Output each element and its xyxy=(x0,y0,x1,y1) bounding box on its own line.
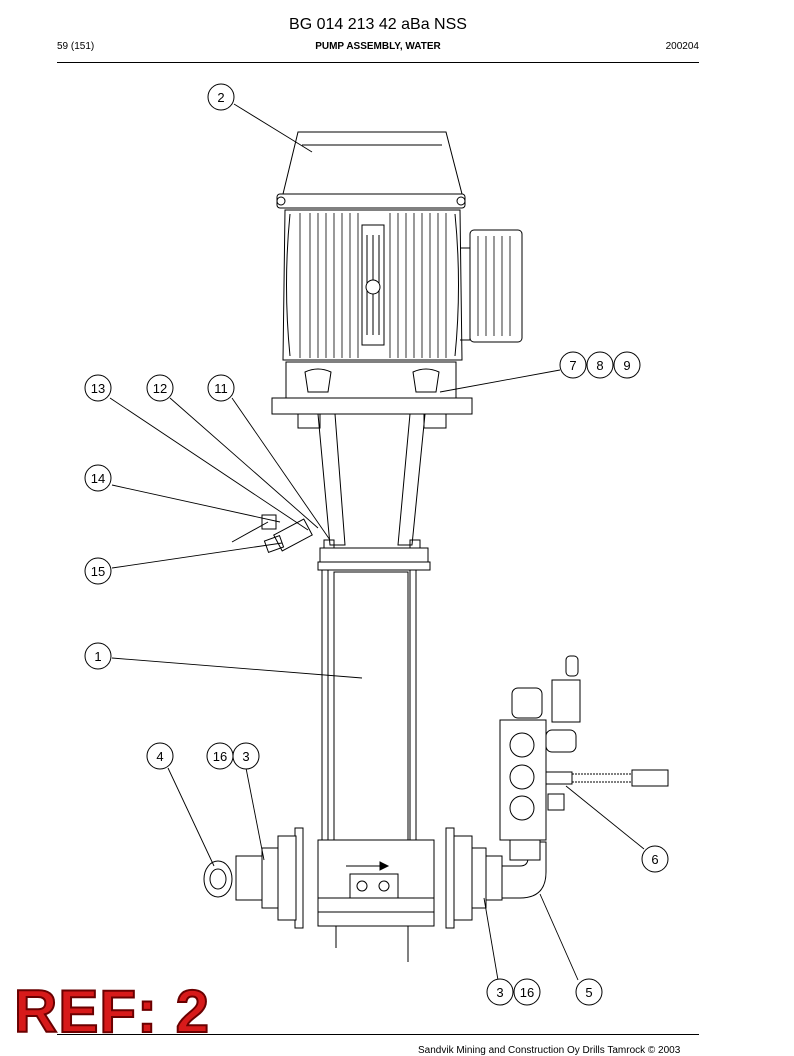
callout-4: 4 xyxy=(146,742,174,770)
callout-15: 15 xyxy=(84,557,112,585)
pump-head-flange xyxy=(317,539,431,571)
inlet-connection xyxy=(203,827,304,929)
svg-text:3: 3 xyxy=(242,749,249,764)
svg-text:4: 4 xyxy=(156,749,163,764)
svg-text:13: 13 xyxy=(91,381,105,396)
footer-rule xyxy=(57,1034,699,1035)
page-number: 59 (151) xyxy=(57,41,95,52)
ref-stamp: REF: 2 xyxy=(13,978,211,1045)
svg-text:1: 1 xyxy=(94,649,101,664)
svg-text:8: 8 xyxy=(596,358,603,373)
callout-1: 1 xyxy=(84,642,112,670)
pump-base xyxy=(317,839,435,962)
svg-text:11: 11 xyxy=(214,381,228,396)
pump-adapter xyxy=(297,413,447,546)
callout-9: 9 xyxy=(613,351,641,379)
svg-text:7: 7 xyxy=(569,358,576,373)
callout-6: 6 xyxy=(641,845,669,873)
svg-text:15: 15 xyxy=(91,564,105,579)
svg-text:16: 16 xyxy=(520,985,534,1000)
callout-5: 5 xyxy=(575,978,603,1006)
callout-11: 11 xyxy=(207,374,235,402)
svg-text:6: 6 xyxy=(651,852,658,867)
callout-16: 16 xyxy=(206,742,234,770)
svg-text:3: 3 xyxy=(496,985,503,1000)
callout-7: 7 xyxy=(559,351,587,379)
drain-valve xyxy=(231,514,313,554)
motor-flange xyxy=(271,361,473,415)
svg-text:2: 2 xyxy=(217,90,224,105)
section-title: PUMP ASSEMBLY, WATER xyxy=(315,41,441,52)
valve-block xyxy=(499,655,669,861)
svg-text:12: 12 xyxy=(153,381,167,396)
callout-12: 12 xyxy=(146,374,174,402)
document-title: BG 014 213 42 aBa NSS xyxy=(289,16,467,33)
callout-2: 2 xyxy=(207,83,235,111)
header-rule xyxy=(57,62,699,63)
svg-text:9: 9 xyxy=(623,358,630,373)
footer-copyright: Sandvik Mining and Construction Oy Drill… xyxy=(418,1045,681,1056)
callout-14: 14 xyxy=(84,464,112,492)
motor-body xyxy=(282,209,463,361)
callout-8: 8 xyxy=(586,351,614,379)
document-date: 200204 xyxy=(665,41,699,52)
callout-3: 3 xyxy=(232,742,260,770)
callout-13: 13 xyxy=(84,374,112,402)
terminal-box xyxy=(460,229,523,343)
motor-fan-cover xyxy=(276,131,466,209)
callout-16-lower: 16 xyxy=(513,978,541,1006)
pump-column xyxy=(321,570,417,925)
leader-lines xyxy=(109,103,645,981)
svg-text:14: 14 xyxy=(91,471,105,486)
svg-text:16: 16 xyxy=(213,749,227,764)
callout-3-lower: 3 xyxy=(486,978,514,1006)
svg-text:5: 5 xyxy=(585,985,592,1000)
